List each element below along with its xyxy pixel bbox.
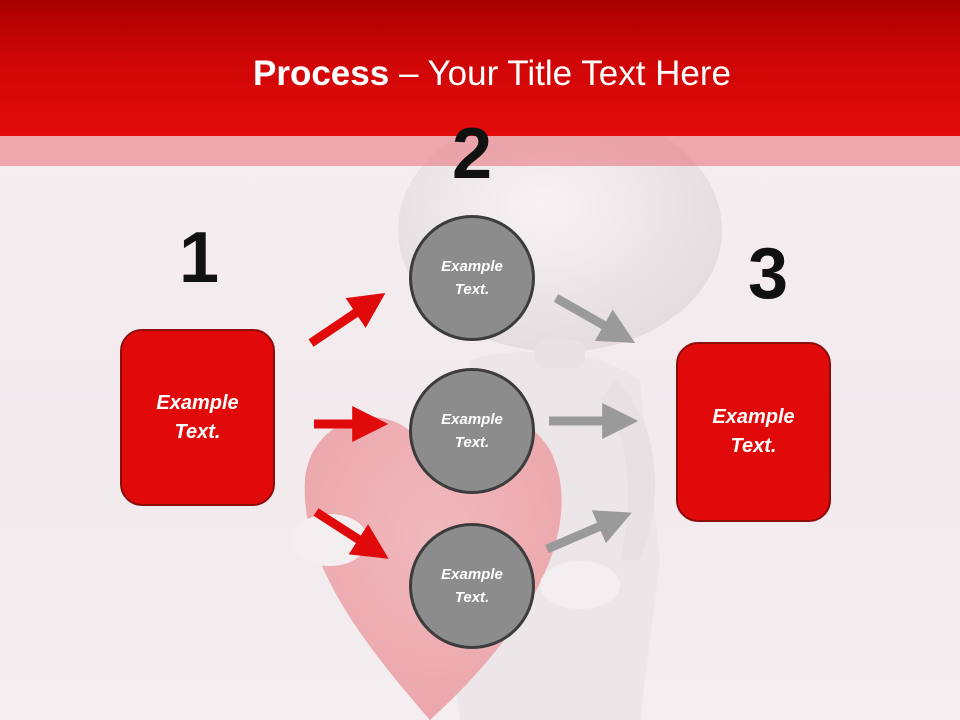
arrow-1-to-circle-3 [313,508,389,559]
arrow-1-to-circle-1 [308,292,386,347]
circle-3-text: Example Text. [441,566,503,606]
circle-1: Example Text. [409,215,535,341]
step-3-box: Example Text. [676,342,831,522]
title-rest: – Your Title Text Here [389,54,731,93]
circle-2-text: Example Text. [441,411,503,451]
title-banner [0,0,960,136]
circle-1-text: Example Text. [441,258,503,298]
step-number-1: 1 [178,218,220,298]
step-3-text: Example Text. [712,406,795,457]
title-banner-stripe [0,136,960,166]
step-number-2: 2 [451,114,493,194]
slide-title: Process – Your Title Text Here [0,52,960,96]
step-number-3: 3 [747,234,789,314]
step-1-box: Example Text. [120,329,275,506]
title-bold: Process [253,54,390,93]
step-1-text: Example Text. [156,391,239,443]
circle-2: Example Text. [409,368,535,494]
arrow-circle-1-to-3 [553,294,636,344]
circle-3: Example Text. [409,523,535,649]
arrow-circle-3-to-3 [545,510,632,554]
